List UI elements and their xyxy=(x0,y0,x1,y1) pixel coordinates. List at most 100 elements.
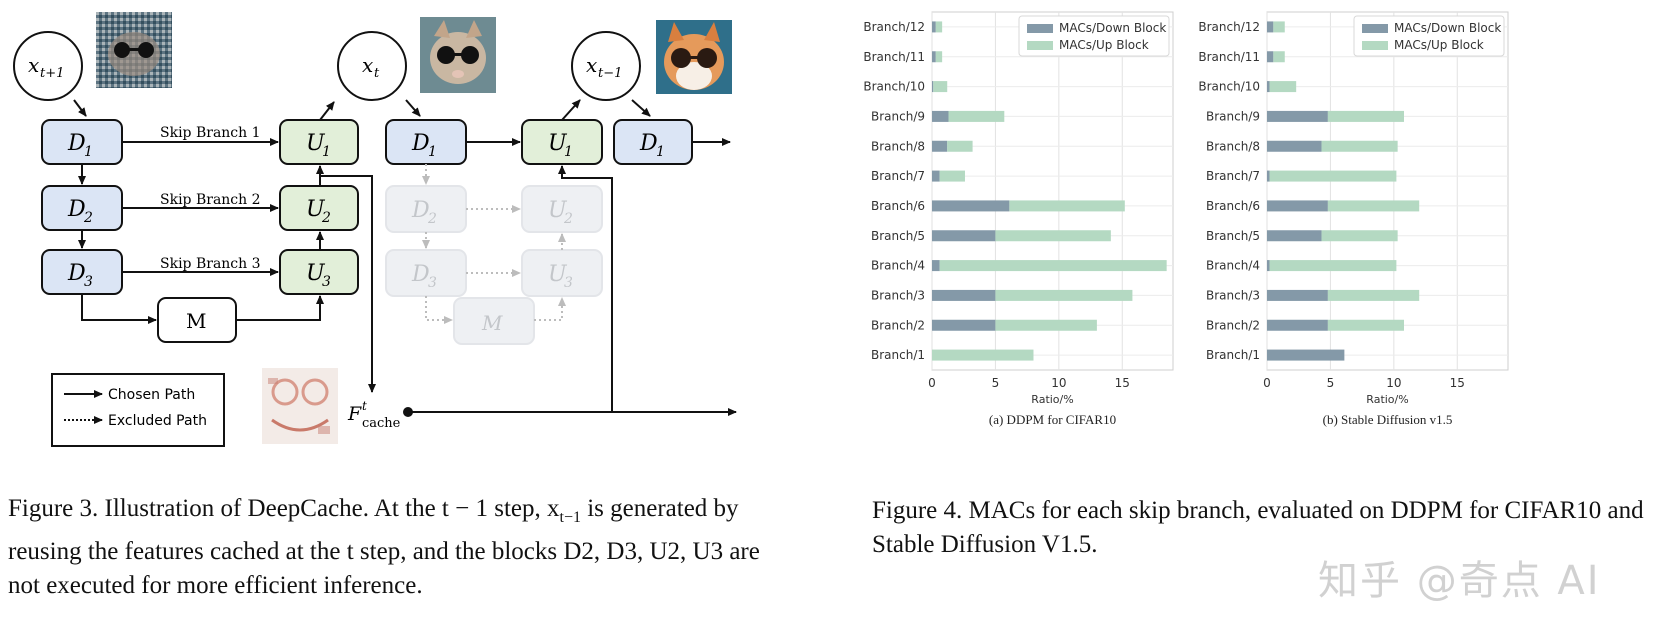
bar-down-block xyxy=(1267,81,1270,93)
y-tick-label: Branch/12 xyxy=(863,20,925,34)
bar-up-block xyxy=(939,260,1167,272)
y-tick-label: Branch/3 xyxy=(871,288,925,302)
y-tick-label: Branch/11 xyxy=(1198,50,1260,64)
y-tick-label: Branch/4 xyxy=(871,259,925,273)
left-unet-paths xyxy=(73,99,376,393)
chart-title: (a) DDPM for CIFAR10 xyxy=(989,412,1116,427)
legend-swatch xyxy=(1362,41,1388,50)
x-tick-label: 5 xyxy=(1327,376,1335,390)
block-d2-left: D 2 xyxy=(41,185,123,231)
block-u1-middle: U 1 xyxy=(521,119,603,165)
y-tick-label: Branch/5 xyxy=(871,229,925,243)
svg-text:2: 2 xyxy=(427,211,437,227)
y-tick-label: Branch/6 xyxy=(871,199,925,213)
clean-cat-image xyxy=(656,20,732,94)
bar-down-block xyxy=(1267,230,1322,242)
input-x-t: x t xyxy=(337,31,407,101)
svg-text:x: x xyxy=(586,53,597,77)
y-tick-label: Branch/12 xyxy=(1198,20,1260,34)
legend-excluded-path: Excluded Path xyxy=(108,413,207,429)
bar-up-block xyxy=(1327,200,1420,212)
excluded-block-labels: D2 D3 U2 U3 M xyxy=(411,198,573,335)
bar-up-block xyxy=(1273,51,1285,63)
bar-down-block xyxy=(932,81,934,93)
skip-branch-2-label: Skip Branch 2 xyxy=(160,192,261,208)
bar-up-block xyxy=(1273,21,1285,33)
cache-point xyxy=(403,407,413,417)
y-tick-label: Branch/7 xyxy=(1206,169,1260,183)
y-tick-label: Branch/7 xyxy=(871,169,925,183)
svg-text:cache: cache xyxy=(362,416,401,431)
bar-up-block xyxy=(995,230,1111,242)
y-tick-label: Branch/1 xyxy=(1206,348,1260,362)
block-d1-right: D 1 xyxy=(613,119,693,165)
legend-chosen-path: Chosen Path xyxy=(108,387,195,403)
bar-down-block xyxy=(1267,289,1328,301)
svg-text:t+1: t+1 xyxy=(40,66,64,81)
svg-text:U: U xyxy=(306,131,326,156)
middle-unet-paths xyxy=(405,99,737,416)
noisy-cat-image xyxy=(96,12,172,88)
svg-text:D: D xyxy=(639,131,658,156)
x-tick-label: 15 xyxy=(1115,376,1130,390)
plot-area xyxy=(931,11,1174,371)
bar-down-block xyxy=(932,170,940,182)
x-tick-label: 10 xyxy=(1051,376,1066,390)
block-m-left: M xyxy=(157,297,237,343)
svg-text:3: 3 xyxy=(564,275,573,291)
bar-down-block xyxy=(1267,51,1274,63)
skip-branch-3-label: Skip Branch 3 xyxy=(160,256,261,272)
svg-text:t−1: t−1 xyxy=(598,66,622,81)
y-tick-label: Branch/11 xyxy=(863,50,925,64)
bar-up-block xyxy=(995,319,1097,331)
svg-text:D: D xyxy=(411,262,430,287)
bar-up-block xyxy=(1269,170,1397,182)
x-tick-label: 0 xyxy=(1263,376,1271,390)
output-x-t-minus-1: x t−1 xyxy=(571,31,641,101)
bar-down-block xyxy=(1267,140,1322,152)
y-tick-label: Branch/1 xyxy=(871,348,925,362)
svg-text:U: U xyxy=(548,198,568,223)
svg-text:U: U xyxy=(548,262,568,287)
block-d1-left: D 1 xyxy=(41,119,123,165)
bar-down-block xyxy=(1267,260,1270,272)
svg-text:1: 1 xyxy=(428,144,437,160)
x-axis-label: Ratio/% xyxy=(1031,393,1073,406)
bar-down-block xyxy=(1267,349,1345,361)
svg-text:D: D xyxy=(411,198,430,223)
svg-text:D: D xyxy=(411,131,430,156)
x-tick-label: 15 xyxy=(1450,376,1465,390)
figure-4-caption: Figure 4. MACs for each skip branch, eva… xyxy=(872,497,1644,558)
y-tick-label: Branch/8 xyxy=(871,139,925,153)
legend-swatch xyxy=(1027,41,1053,50)
y-tick-label: Branch/8 xyxy=(1206,139,1260,153)
bar-down-block xyxy=(932,200,1010,212)
svg-text:3: 3 xyxy=(84,274,93,290)
diagram-legend: Chosen Path Excluded Path xyxy=(51,373,225,447)
bar-down-block xyxy=(932,260,940,272)
y-tick-label: Branch/10 xyxy=(1198,80,1260,94)
bar-up-block xyxy=(1321,230,1398,242)
bar-down-block xyxy=(932,21,936,33)
bar-up-block xyxy=(939,170,965,182)
svg-text:U: U xyxy=(306,261,326,286)
svg-text:D: D xyxy=(67,131,86,156)
skip-branch-1-label: Skip Branch 1 xyxy=(160,125,261,141)
bar-up-block xyxy=(948,110,1005,122)
bar-down-block xyxy=(1267,200,1328,212)
y-tick-label: Branch/9 xyxy=(1206,109,1260,123)
bar-up-block xyxy=(932,349,1034,361)
input-x-t-plus-1: x t+1 xyxy=(13,31,83,101)
bar-up-block xyxy=(1269,81,1297,93)
legend-label: MACs/Up Block xyxy=(1059,38,1149,52)
svg-text:M: M xyxy=(186,309,206,333)
svg-text:t: t xyxy=(362,399,367,413)
svg-text:U: U xyxy=(548,131,568,156)
bar-up-block xyxy=(1321,140,1398,152)
x-axis-label: Ratio/% xyxy=(1366,393,1408,406)
svg-text:1: 1 xyxy=(656,144,665,160)
svg-text:2: 2 xyxy=(563,211,573,227)
bar-up-block xyxy=(1327,110,1404,122)
